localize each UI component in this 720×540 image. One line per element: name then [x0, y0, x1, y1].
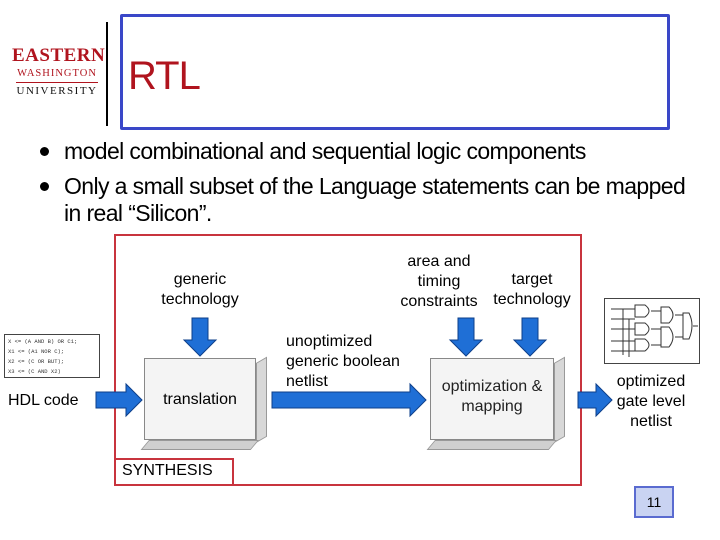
translation-box	[140, 356, 267, 450]
code-line: X2 <= (C OR BUT);	[8, 358, 65, 365]
box-bottom	[426, 440, 557, 450]
box-bottom	[140, 440, 259, 450]
logo-line-eastern: EASTERN	[12, 45, 106, 66]
arrow-target-tech	[512, 317, 548, 357]
translation-label: translation	[163, 391, 237, 408]
synthesis-label: SYNTHESIS	[122, 462, 213, 479]
slide-title: RTL	[128, 54, 201, 98]
title-frame	[120, 14, 670, 130]
area-timing-label: area and timing constraints	[400, 253, 478, 310]
synthesis-label-frame	[114, 458, 234, 486]
arrow-area-timing	[448, 317, 484, 357]
bullet-text: model combinational and sequential logic…	[64, 138, 586, 164]
box-side	[554, 356, 565, 443]
synthesis-frame	[114, 234, 582, 486]
logo-line-university: UNIVERSITY	[16, 85, 98, 97]
bullet-text: Only a small subset of the Language stat…	[64, 173, 686, 226]
page-number: 11	[634, 486, 674, 518]
logo-line-washington: WASHINGTON	[17, 68, 97, 79]
arrow-translation-to-optimization	[271, 382, 427, 418]
arrow-generic-tech	[182, 317, 218, 357]
bullet-dot-icon	[40, 182, 49, 191]
optimized-netlist-label: optimized gate level netlist	[616, 373, 686, 430]
box-side	[256, 356, 267, 443]
gate-netlist-thumbnail	[604, 298, 700, 364]
hdl-code-label: HDL code	[8, 392, 79, 409]
code-line: X <= (A AND B) OR C1;	[8, 338, 78, 345]
arrow-optimization-to-netlist	[577, 382, 613, 418]
code-line: X3 <= (C AND X2)	[8, 368, 61, 375]
bullet-dot-icon	[40, 147, 49, 156]
optimization-label: optimization & mapping	[441, 378, 543, 415]
unoptimized-netlist-label: unoptimized generic boolean netlist	[286, 333, 400, 390]
gate-schematic-icon	[611, 304, 698, 357]
target-technology-label: target technology	[493, 271, 571, 308]
generic-technology-label: generic technology	[161, 271, 239, 308]
logo-rule	[16, 82, 98, 83]
logo-divider	[106, 22, 108, 126]
university-logo: EASTERN WASHINGTON UNIVERSITY	[12, 45, 106, 98]
arrow-hdl-to-translation	[95, 382, 143, 418]
hdl-code-thumbnail: X <= (A AND B) OR C1; X1 <= (A1 NOR C); …	[4, 334, 100, 378]
code-line: X1 <= (A1 NOR C);	[8, 348, 65, 355]
optimization-box	[426, 356, 565, 450]
